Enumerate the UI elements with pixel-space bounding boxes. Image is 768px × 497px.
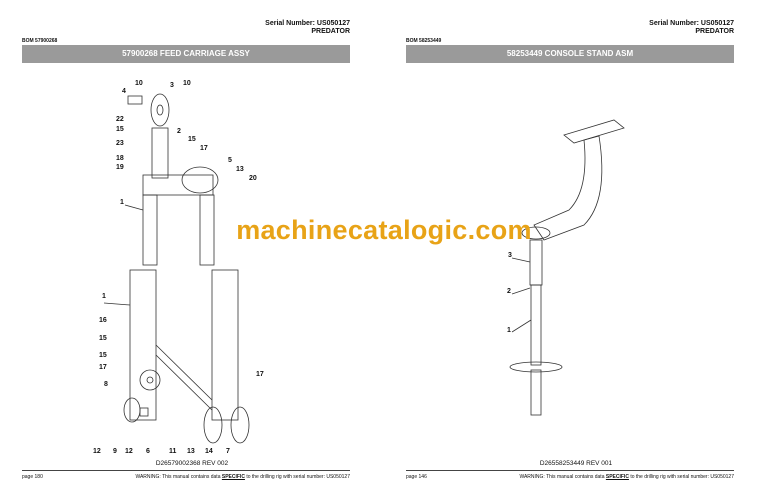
warning-emphasis: SPECIFIC [605,474,629,480]
callout: 3 [508,252,512,259]
section-title: 58253449 CONSOLE STAND ASM [406,45,734,63]
callout: 4 [122,88,126,95]
callout: 15 [116,126,124,133]
callout: 12 [93,448,101,455]
warning-text: to the drilling rig with serial number: … [244,474,350,480]
footer-divider [22,470,350,471]
callout: 5 [228,157,232,164]
footer-divider [406,470,734,471]
serial-number: Serial Number: US050127 [649,20,734,27]
warning-text: WARNING: This manual contains data [135,474,222,480]
warning-note: WARNING: This manual contains data SPECI… [135,474,350,480]
page-number: page 180 [22,474,43,480]
callout: 13 [187,448,195,455]
drawing-revision: D26558253449 REV 001 [539,460,613,467]
callout: 9 [113,448,117,455]
callout: 19 [116,164,124,171]
callout: 2 [177,128,181,135]
callout: 6 [146,448,150,455]
callout: 15 [99,335,107,342]
warning-text: WARNING: This manual contains data [519,474,606,480]
feed-carriage-drawing [103,93,250,444]
warning-emphasis: SPECIFIC [221,474,245,480]
callout: 15 [99,352,107,359]
serial-number: Serial Number: US050127 [265,20,350,27]
callout: 18 [116,155,124,162]
callout: 10 [135,80,143,87]
callout: 7 [226,448,230,455]
callout: 12 [125,448,133,455]
callout: 16 [99,317,107,324]
callout: 1 [120,199,124,206]
callout: 10 [183,80,191,87]
watermark: machinecatalogic.com [236,215,532,245]
warning-text: to the drilling rig with serial number: … [628,474,734,480]
model-name: PREDATOR [311,28,350,35]
callout: 15 [188,136,196,143]
warning-note: WARNING: This manual contains data SPECI… [519,474,734,480]
callout: 17 [99,364,107,371]
callout: 3 [170,82,174,89]
callout: 11 [169,448,177,455]
callout: 2 [507,288,511,295]
section-title: 57900268 FEED CARRIAGE ASSY [22,45,350,63]
callout: 1 [507,327,511,334]
callout: 8 [104,381,108,388]
page-number: page 146 [406,474,427,480]
callout: 17 [200,145,208,152]
drawing-revision: D26579002368 REV 002 [155,460,229,467]
callout: 1 [102,293,106,300]
bom-number: BOM 58253449 [406,38,442,44]
model-name: PREDATOR [695,28,734,35]
callout: 17 [256,371,264,378]
bom-number: BOM 57900268 [22,38,58,44]
callout: 14 [205,448,213,455]
console-stand-drawing [509,119,625,416]
callout: 22 [116,116,124,123]
callout: 13 [236,166,244,173]
callout: 23 [116,140,124,147]
callout: 20 [249,175,257,182]
